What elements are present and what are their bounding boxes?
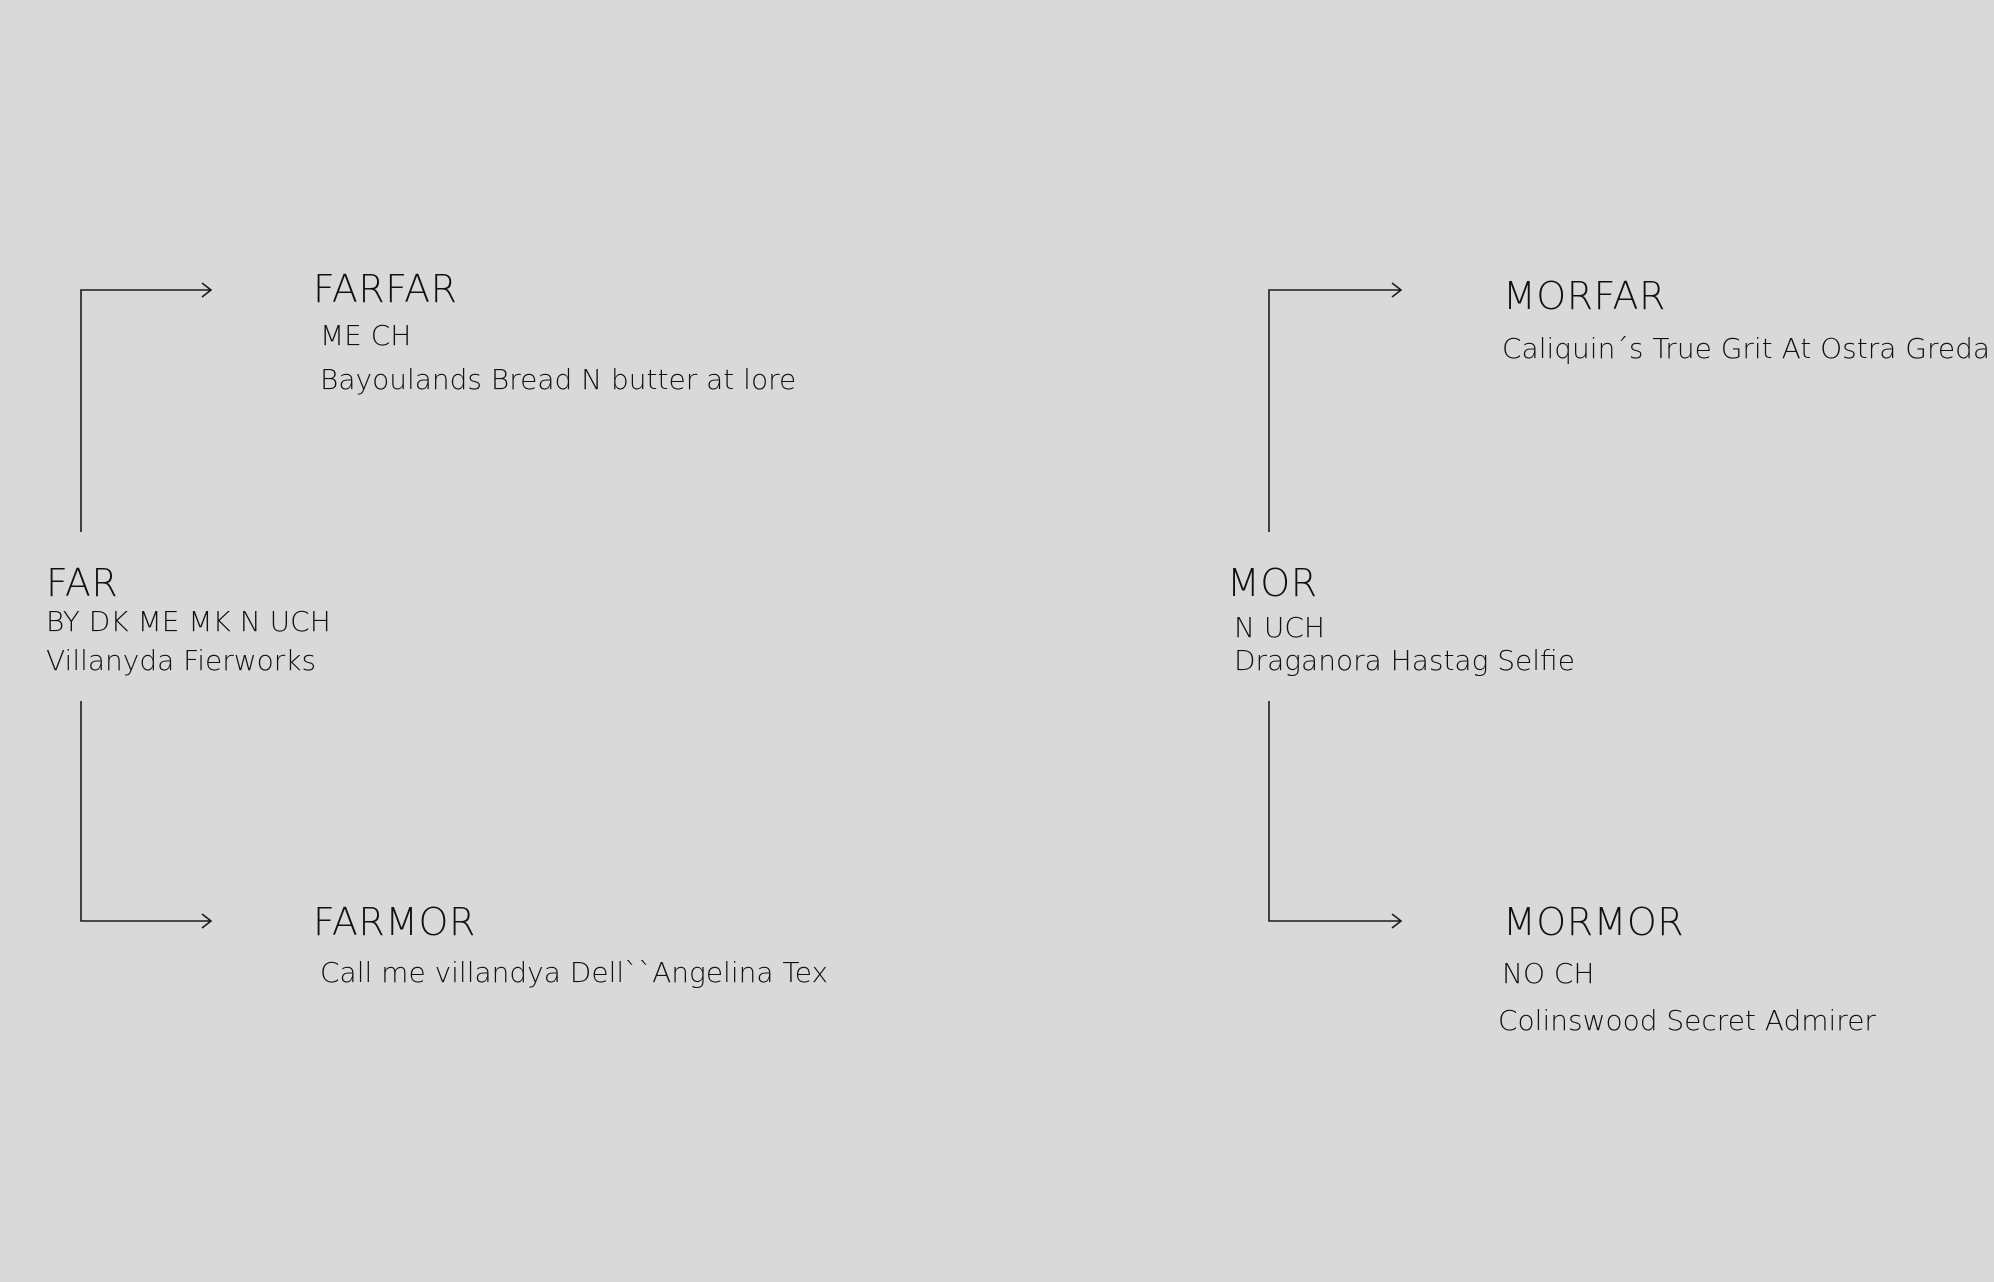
- farmor-title: FARMOR: [313, 900, 476, 944]
- mormor-name: Colinswood Secret Admirer: [1498, 1004, 1876, 1037]
- mor-title: MOR: [1227, 561, 1318, 605]
- farmor-name: Call me villandya Dell``Angelina Tex: [320, 956, 829, 989]
- morfar-name: Caliquin´s True Grit At Ostra Greda: [1502, 332, 1991, 365]
- mor-titles: N UCH: [1234, 611, 1325, 644]
- mormor-titles: NO CH: [1502, 957, 1595, 990]
- morfar-title: MORFAR: [1503, 274, 1666, 318]
- father-to-farmor-arrow: [80, 701, 213, 929]
- farfar-titles: ME CH: [320, 319, 412, 352]
- father-to-farfar-arrow: [80, 282, 213, 532]
- mormor-title: MORMOR: [1503, 900, 1685, 944]
- farfar-name: Bayoulands Bread N butter at lore: [320, 363, 797, 396]
- mother-to-morfar-arrow: [1268, 282, 1403, 532]
- far-title: FAR: [46, 561, 119, 605]
- farfar-title: FARFAR: [313, 267, 458, 311]
- mor-name: Draganora Hastag Selfie: [1234, 644, 1575, 677]
- far-name: Villanyda Fierworks: [46, 644, 317, 677]
- mother-to-mormor-arrow: [1268, 701, 1403, 929]
- far-titles: BY DK ME MK N UCH: [46, 605, 331, 638]
